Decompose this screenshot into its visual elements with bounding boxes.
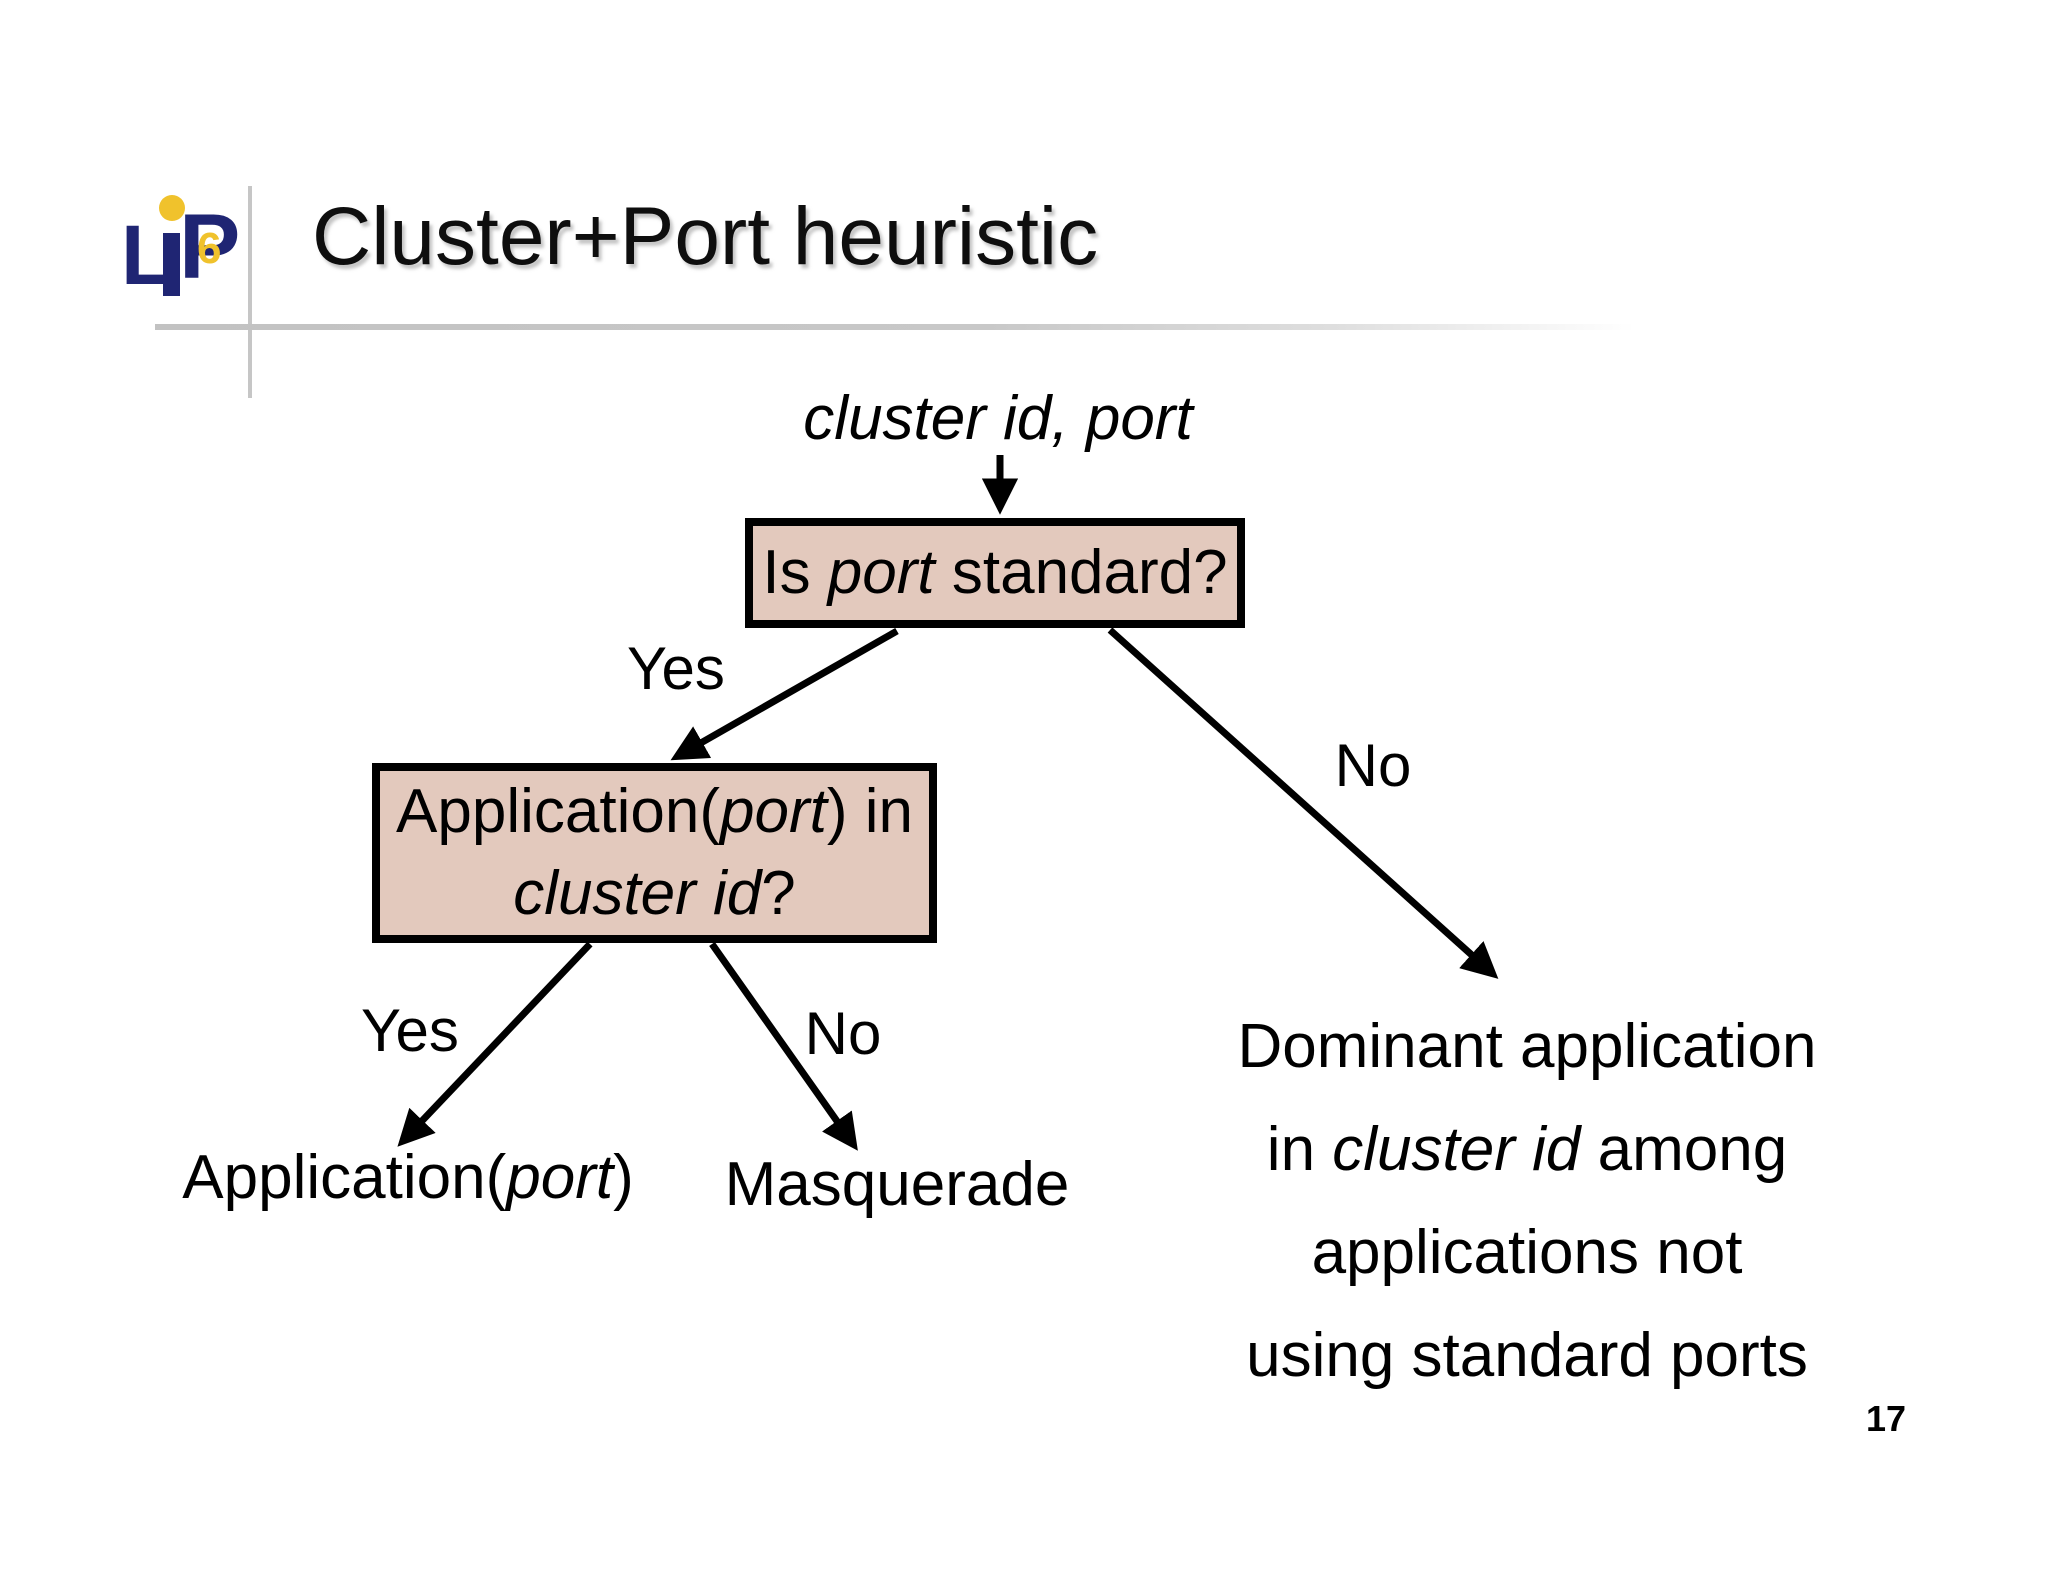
leaf-dominant-line1: Dominant application <box>1237 1012 1817 1081</box>
logo-digit-6: 6 <box>197 224 222 273</box>
decision-node-application-in-cluster: Application(port) in cluster id? <box>372 763 937 943</box>
branch1-no-label: No <box>1334 732 1412 799</box>
decision1-text: Is port standard? <box>762 538 1228 607</box>
leaf-dominant-line2: in cluster id among <box>1266 1115 1788 1184</box>
decision2-line1: Application(port) in <box>396 777 913 846</box>
logo-letter-i-stem <box>163 233 180 296</box>
leaf-dominant-line3: applications not <box>1311 1218 1743 1287</box>
branch1-yes-label: Yes <box>627 635 725 702</box>
vertical-divider-line <box>248 186 252 398</box>
input-label: cluster id, port <box>803 384 1193 453</box>
leaf-dominant-application: Dominant application in cluster id among… <box>1207 995 1847 1407</box>
decision2-line2: cluster id? <box>513 859 796 928</box>
leaf-dominant-line4: using standard ports <box>1246 1321 1808 1390</box>
leaf-masquerade: Masquerade <box>724 1150 1070 1219</box>
slide-title: Cluster+Port heuristic <box>312 191 1099 282</box>
leaf-application-port: Application(port) <box>182 1143 634 1212</box>
lip6-logo: L P 6 <box>121 193 240 297</box>
logo-letter-p: P <box>179 196 241 298</box>
logo-dot-icon <box>159 195 185 221</box>
page-number: 17 <box>1865 1398 1907 1439</box>
branch2-yes-label: Yes <box>361 997 459 1064</box>
horizontal-divider-line <box>155 324 1665 330</box>
branch2-no-label: No <box>804 1000 882 1067</box>
decision-node-is-port-standard: Is port standard? <box>745 518 1245 628</box>
